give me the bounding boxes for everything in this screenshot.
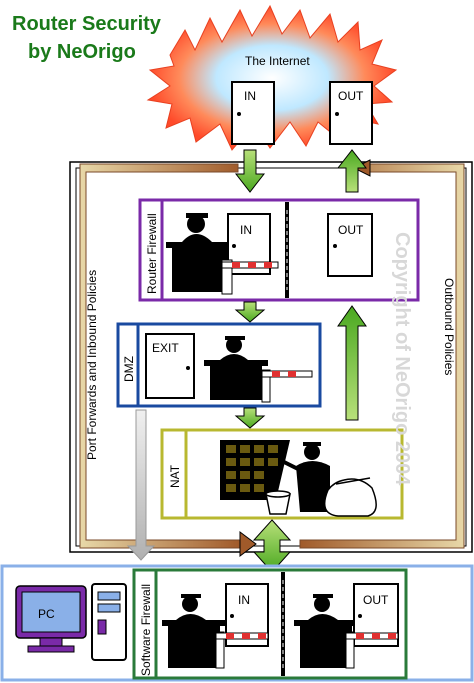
- nat-sack: [323, 477, 377, 517]
- dmz-guard: [204, 336, 268, 400]
- pc-out-barrier: [345, 631, 399, 669]
- router-guard: [166, 213, 234, 292]
- pc-monitor-icon: [15, 585, 87, 653]
- pc-in-guard: [162, 594, 226, 668]
- outbound-arrow-1: [336, 149, 368, 193]
- nat-label-strip: [160, 428, 188, 520]
- port-forward-label: Port Forwards and Inbound Policies: [85, 270, 99, 460]
- port-forward-arrow-head: [239, 531, 257, 557]
- dmz-barrier: [261, 369, 313, 403]
- dmz-exit-door: [145, 333, 195, 399]
- internet-out-door: [329, 81, 373, 145]
- router-firewall-label-strip: [138, 198, 164, 302]
- inbound-arrow-2: [234, 301, 266, 323]
- internet-out-label: OUT: [338, 89, 364, 103]
- pc-out-label: OUT: [363, 593, 389, 607]
- dmz-label-strip: [116, 322, 140, 408]
- nat-label: NAT: [168, 464, 182, 488]
- software-firewall-label: Software Firewall: [139, 584, 153, 676]
- outbound-label: Outbound Policies: [442, 278, 456, 375]
- pc-in-label: IN: [238, 593, 250, 607]
- nat-bucket: [265, 490, 291, 515]
- title-line-2: by NeOrigo: [28, 41, 136, 63]
- pc-in-barrier: [215, 631, 269, 669]
- dmz-gray-arrow: [126, 409, 156, 561]
- pc-label: PC: [38, 607, 55, 621]
- pc-out-guard: [294, 594, 358, 668]
- title-line-1: Router Security: [12, 13, 162, 35]
- router-in-label: IN: [240, 223, 252, 237]
- internet-label: The Internet: [245, 54, 310, 68]
- inbound-arrow-3: [234, 407, 266, 429]
- router-out-door: [327, 213, 373, 277]
- router-out-label: OUT: [338, 223, 364, 237]
- nat-worker: [283, 442, 330, 512]
- internet-in-door: [231, 81, 275, 145]
- nat-sorting-rack: [220, 440, 290, 500]
- router-firewall-label: Router Firewall: [145, 213, 159, 294]
- outbound-arrow-2: [337, 305, 367, 421]
- internet-in-label: IN: [244, 89, 256, 103]
- software-firewall-label-strip: [132, 568, 158, 680]
- router-barrier: [221, 259, 279, 295]
- dmz-label: DMZ: [122, 356, 136, 382]
- pc-tower-icon: [91, 583, 127, 661]
- dmz-exit-label: EXIT: [152, 341, 179, 355]
- copyright-watermark: Copyright of NeOrigo 2004: [391, 232, 413, 486]
- inbound-arrow-1: [234, 149, 266, 193]
